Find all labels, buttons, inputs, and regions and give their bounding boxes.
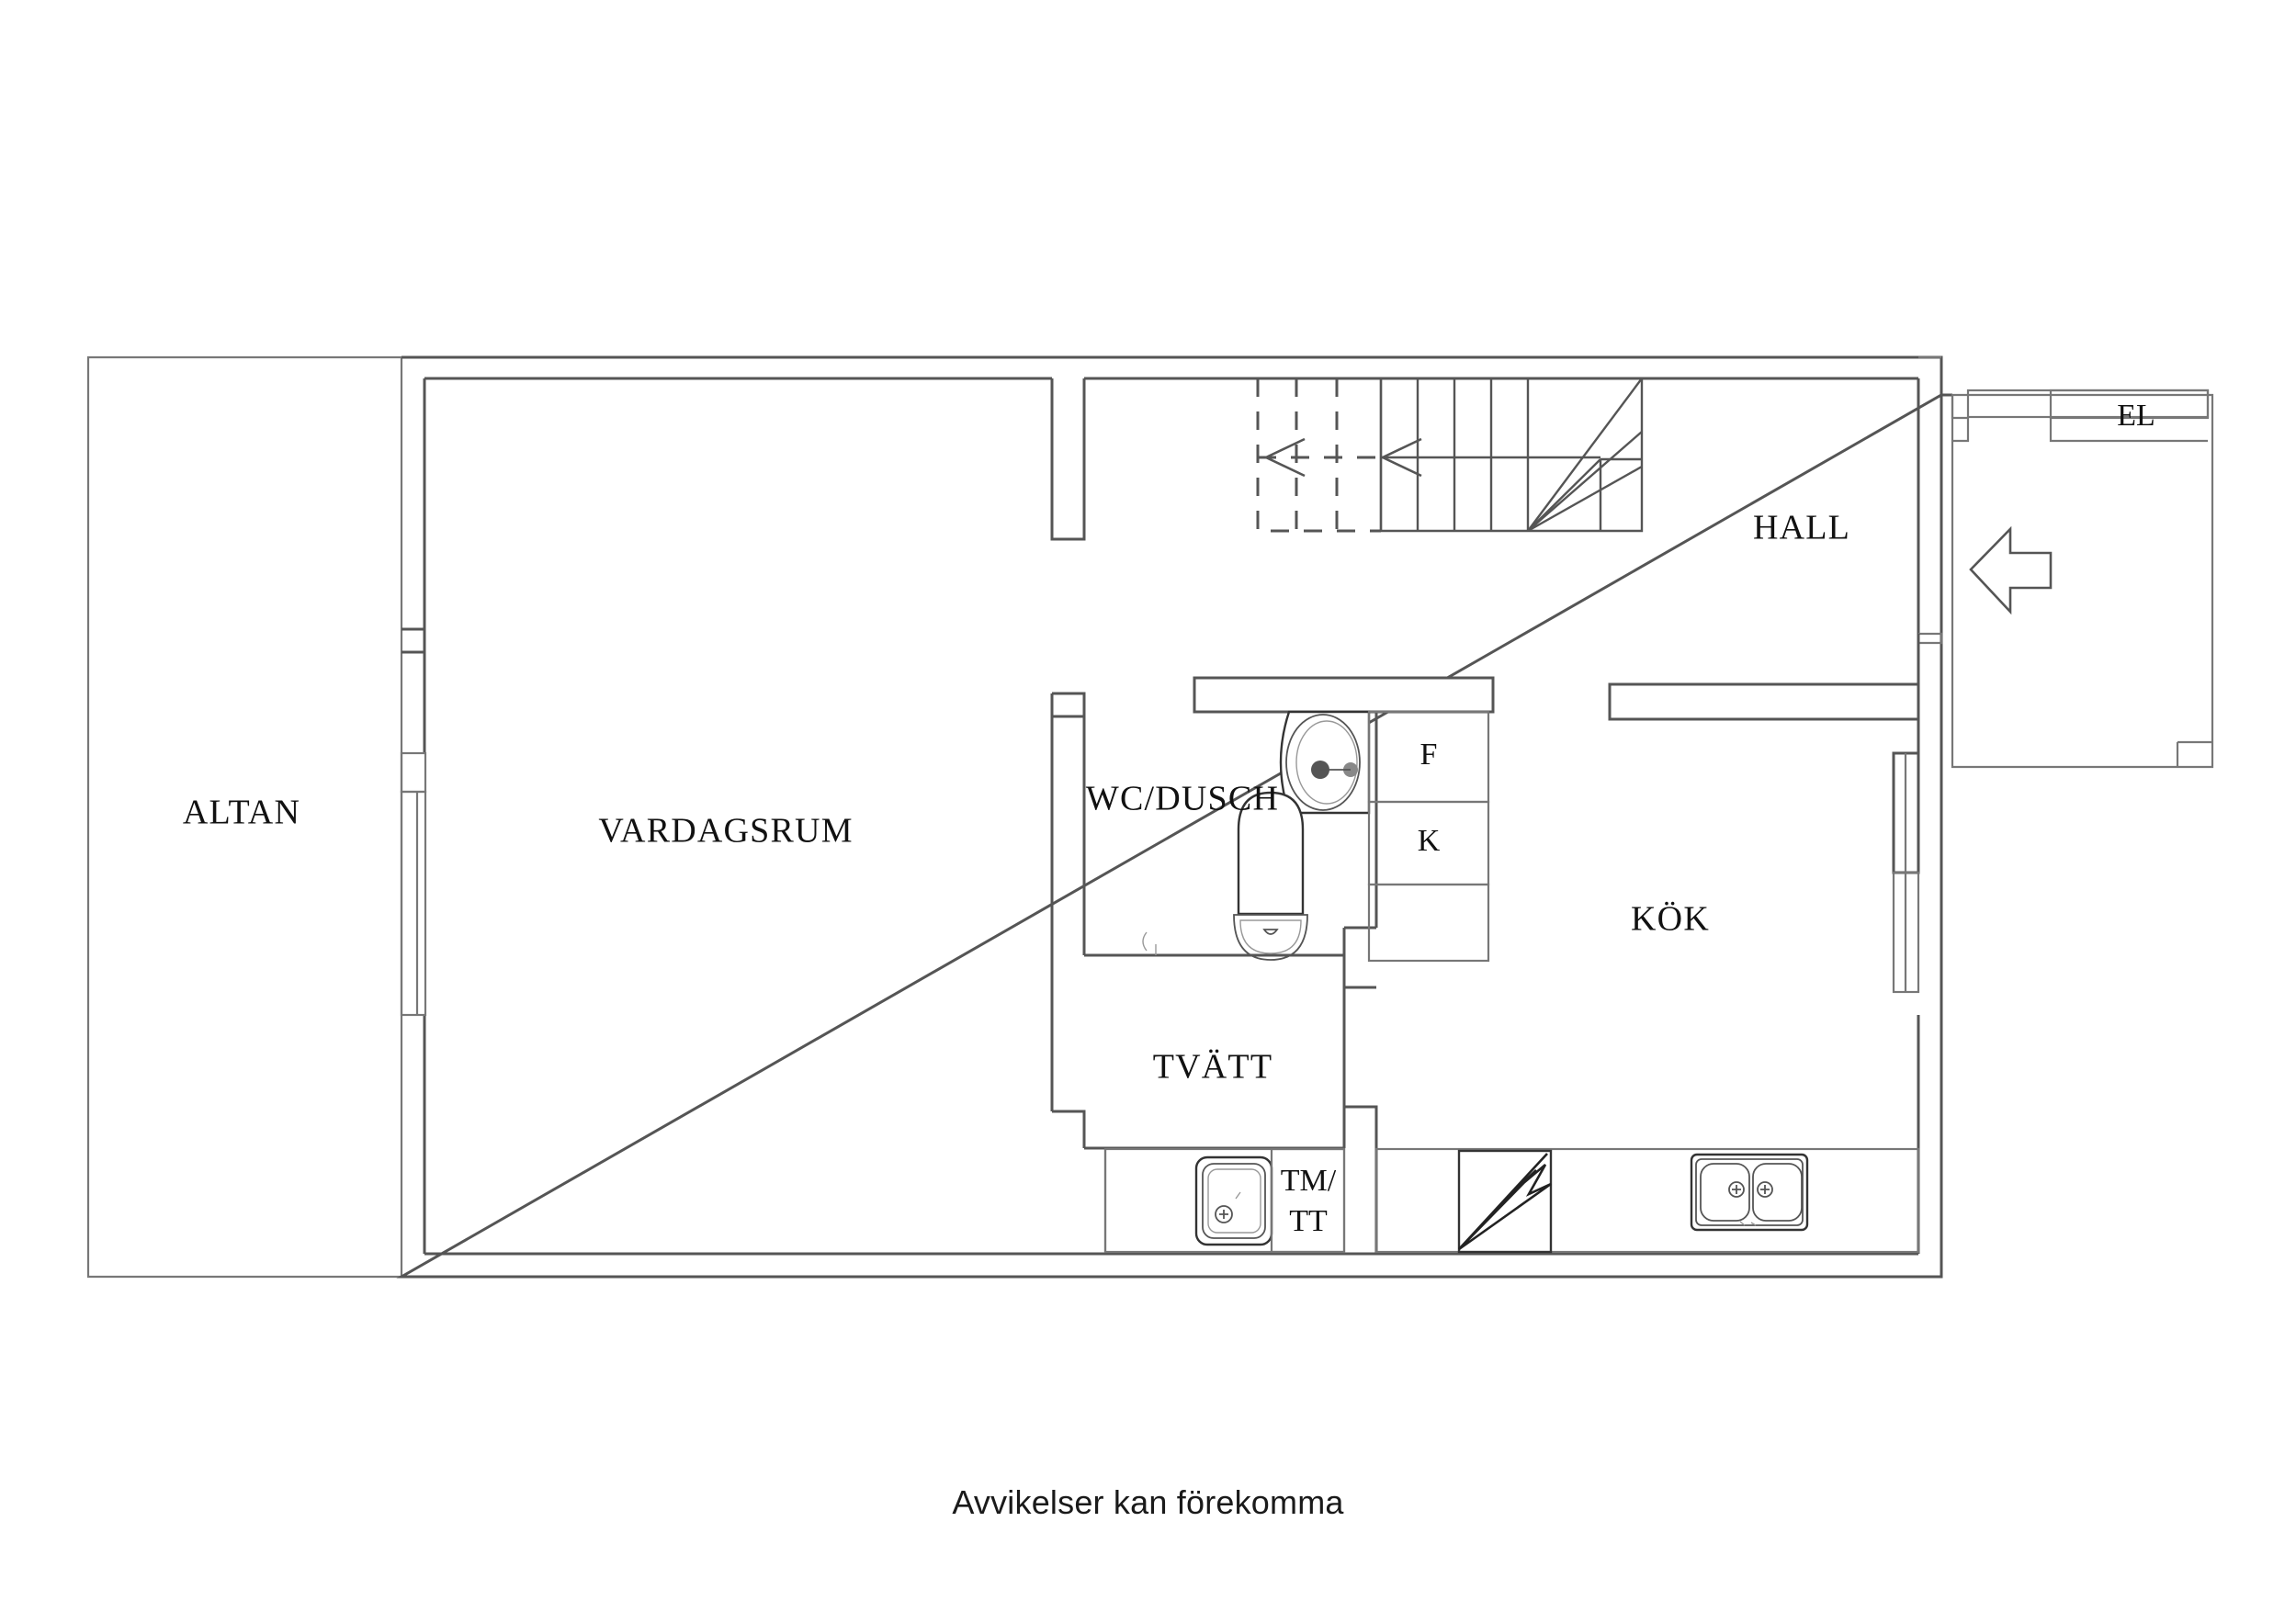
livingroom-hall-partition	[1050, 378, 1086, 1113]
fridge-label: F	[1420, 738, 1438, 772]
shower-drain-marker	[1142, 931, 1157, 955]
freezer-label: K	[1418, 824, 1441, 858]
electrical-cabinet-label: EL	[2117, 399, 2155, 433]
washer-dryer-label-2: TT	[1289, 1204, 1328, 1238]
room-label-wc-dusch: WC/DUSCH	[1086, 780, 1279, 818]
washer-dryer-label-1: TM/	[1281, 1164, 1337, 1198]
washbasin-fixture	[1279, 710, 1371, 815]
room-label-kok: KÖK	[1631, 900, 1710, 939]
terrace-door	[400, 751, 427, 1017]
livingroom-left-wall-jog	[402, 627, 426, 654]
room-label-altan: ALTAN	[183, 794, 300, 832]
washing-machine-dryer-slot: TM/ TT	[1270, 1147, 1346, 1254]
building-outer-wall	[396, 355, 1952, 1279]
electrical-panel-symbol	[1457, 1149, 1553, 1254]
room-label-tvatt: TVÄTT	[1153, 1048, 1273, 1087]
hall-kitchen-partition	[1608, 634, 1920, 721]
toilet-fixture	[1233, 791, 1308, 961]
disclaimer-caption: Avvikelser kan förekomma	[952, 1483, 1344, 1521]
utility-sink-fixture	[1194, 1155, 1273, 1246]
kitchen-counter	[1374, 1147, 1920, 1254]
hall-wall-step-right	[1918, 632, 1943, 645]
kitchen-window-lower	[1892, 871, 1920, 994]
staircase	[1256, 377, 1644, 533]
kitchen-window-upper	[1892, 751, 1920, 874]
room-label-vardagsrum: VARDAGSRUM	[598, 812, 853, 851]
entrance-direction-arrow	[1969, 525, 2053, 615]
double-kitchen-sink-fixture	[1690, 1153, 1809, 1232]
room-label-hall: HALL	[1753, 509, 1850, 547]
fridge-freezer-column: F K	[1367, 710, 1490, 963]
entrance-vestibule	[1918, 355, 2214, 769]
